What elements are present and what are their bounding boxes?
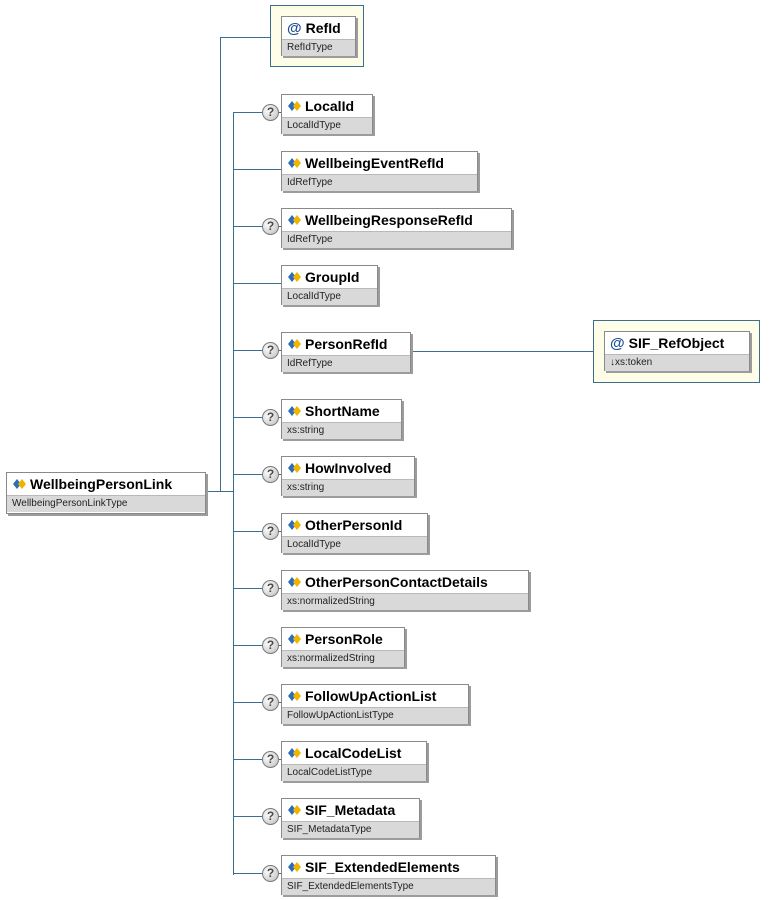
element-icon xyxy=(287,631,305,647)
element-type: IdRefType xyxy=(282,355,410,372)
element-name: OtherPersonContactDetails xyxy=(305,574,488,590)
element-icon xyxy=(12,476,30,492)
element-icon xyxy=(287,155,305,171)
element-otherpersoncontactdetails[interactable]: OtherPersonContactDetails xs:normalizedSt… xyxy=(281,570,529,610)
child-connector xyxy=(233,873,281,874)
attribute-branch xyxy=(220,37,270,38)
element-name: SIF_Metadata xyxy=(305,802,396,818)
element-icon xyxy=(287,98,305,114)
optional-icon: ? xyxy=(262,808,279,825)
attribute-refid[interactable]: @RefId RefIdType xyxy=(281,16,356,56)
element-name: GroupId xyxy=(305,269,360,285)
element-type: xs:normalizedString xyxy=(282,650,404,667)
element-type: LocalIdType xyxy=(282,288,377,305)
element-icon xyxy=(287,802,305,818)
element-name: HowInvolved xyxy=(305,460,392,476)
element-icon xyxy=(287,574,305,590)
element-icon xyxy=(287,212,305,228)
element-personrole[interactable]: PersonRole xs:normalizedString xyxy=(281,627,405,667)
optional-icon: ? xyxy=(262,580,279,597)
child-connector xyxy=(233,417,281,418)
children-trunk xyxy=(233,112,234,875)
child-connector xyxy=(233,112,281,113)
element-type: IdRefType xyxy=(282,231,511,248)
ref-attribute-name: SIF_RefObject xyxy=(628,335,725,351)
optional-icon: ? xyxy=(262,865,279,882)
child-connector xyxy=(233,816,281,817)
element-name: ShortName xyxy=(305,403,380,419)
child-connector xyxy=(233,283,281,284)
element-icon xyxy=(287,460,305,476)
element-type: SIF_MetadataType xyxy=(282,821,419,838)
element-name: PersonRole xyxy=(305,631,383,647)
child-connector xyxy=(233,645,281,646)
element-icon xyxy=(287,336,305,352)
optional-icon: ? xyxy=(262,104,279,121)
element-name: WellbeingResponseRefId xyxy=(305,212,473,228)
optional-icon: ? xyxy=(262,637,279,654)
element-icon xyxy=(287,745,305,761)
element-name: LocalId xyxy=(305,98,355,114)
personrefid-link xyxy=(411,351,593,352)
at-icon: @ xyxy=(287,20,302,37)
optional-icon: ? xyxy=(262,218,279,235)
element-name: FollowUpActionList xyxy=(305,688,437,704)
at-icon: @ xyxy=(610,335,625,352)
child-connector xyxy=(233,702,281,703)
element-icon xyxy=(287,269,305,285)
element-type: IdRefType xyxy=(282,174,477,191)
element-icon xyxy=(287,688,305,704)
child-connector xyxy=(233,759,281,760)
child-connector xyxy=(233,588,281,589)
attribute-type: RefIdType xyxy=(282,39,355,56)
ref-attribute[interactable]: @SIF_RefObject ↓xs:token xyxy=(604,331,750,371)
optional-icon: ? xyxy=(262,409,279,426)
attribute-name: RefId xyxy=(305,20,341,36)
optional-icon: ? xyxy=(262,694,279,711)
child-connector xyxy=(233,226,281,227)
element-name: WellbeingEventRefId xyxy=(305,155,444,171)
child-connector xyxy=(233,169,281,170)
element-icon xyxy=(287,403,305,419)
element-name: SIF_ExtendedElements xyxy=(305,859,460,875)
optional-icon: ? xyxy=(262,523,279,540)
root-element[interactable]: WellbeingPersonLink WellbeingPersonLinkT… xyxy=(6,472,206,514)
element-name: OtherPersonId xyxy=(305,517,403,533)
element-name: PersonRefId xyxy=(305,336,388,352)
element-howinvolved[interactable]: HowInvolved xs:string xyxy=(281,456,415,496)
child-connector xyxy=(233,531,281,532)
element-type: xs:string xyxy=(282,479,414,496)
element-icon xyxy=(287,859,305,875)
element-type: FollowUpActionListType xyxy=(282,707,468,724)
root-type: WellbeingPersonLinkType xyxy=(7,495,205,512)
root-name: WellbeingPersonLink xyxy=(30,476,173,492)
attribute-trunk xyxy=(220,37,221,492)
element-type: xs:normalizedString xyxy=(282,593,528,610)
element-name: LocalCodeList xyxy=(305,745,402,761)
optional-icon: ? xyxy=(262,342,279,359)
element-type: SIF_ExtendedElementsType xyxy=(282,878,495,895)
ref-attribute-type: ↓xs:token xyxy=(605,354,749,371)
element-type: LocalIdType xyxy=(282,536,427,553)
element-icon xyxy=(287,517,305,533)
optional-icon: ? xyxy=(262,466,279,483)
child-connector xyxy=(233,350,281,351)
element-shortname[interactable]: ShortName xs:string xyxy=(281,399,402,439)
child-connector xyxy=(233,474,281,475)
element-type: xs:string xyxy=(282,422,401,439)
element-type: LocalCodeListType xyxy=(282,764,426,781)
element-type: LocalIdType xyxy=(282,117,372,134)
optional-icon: ? xyxy=(262,751,279,768)
